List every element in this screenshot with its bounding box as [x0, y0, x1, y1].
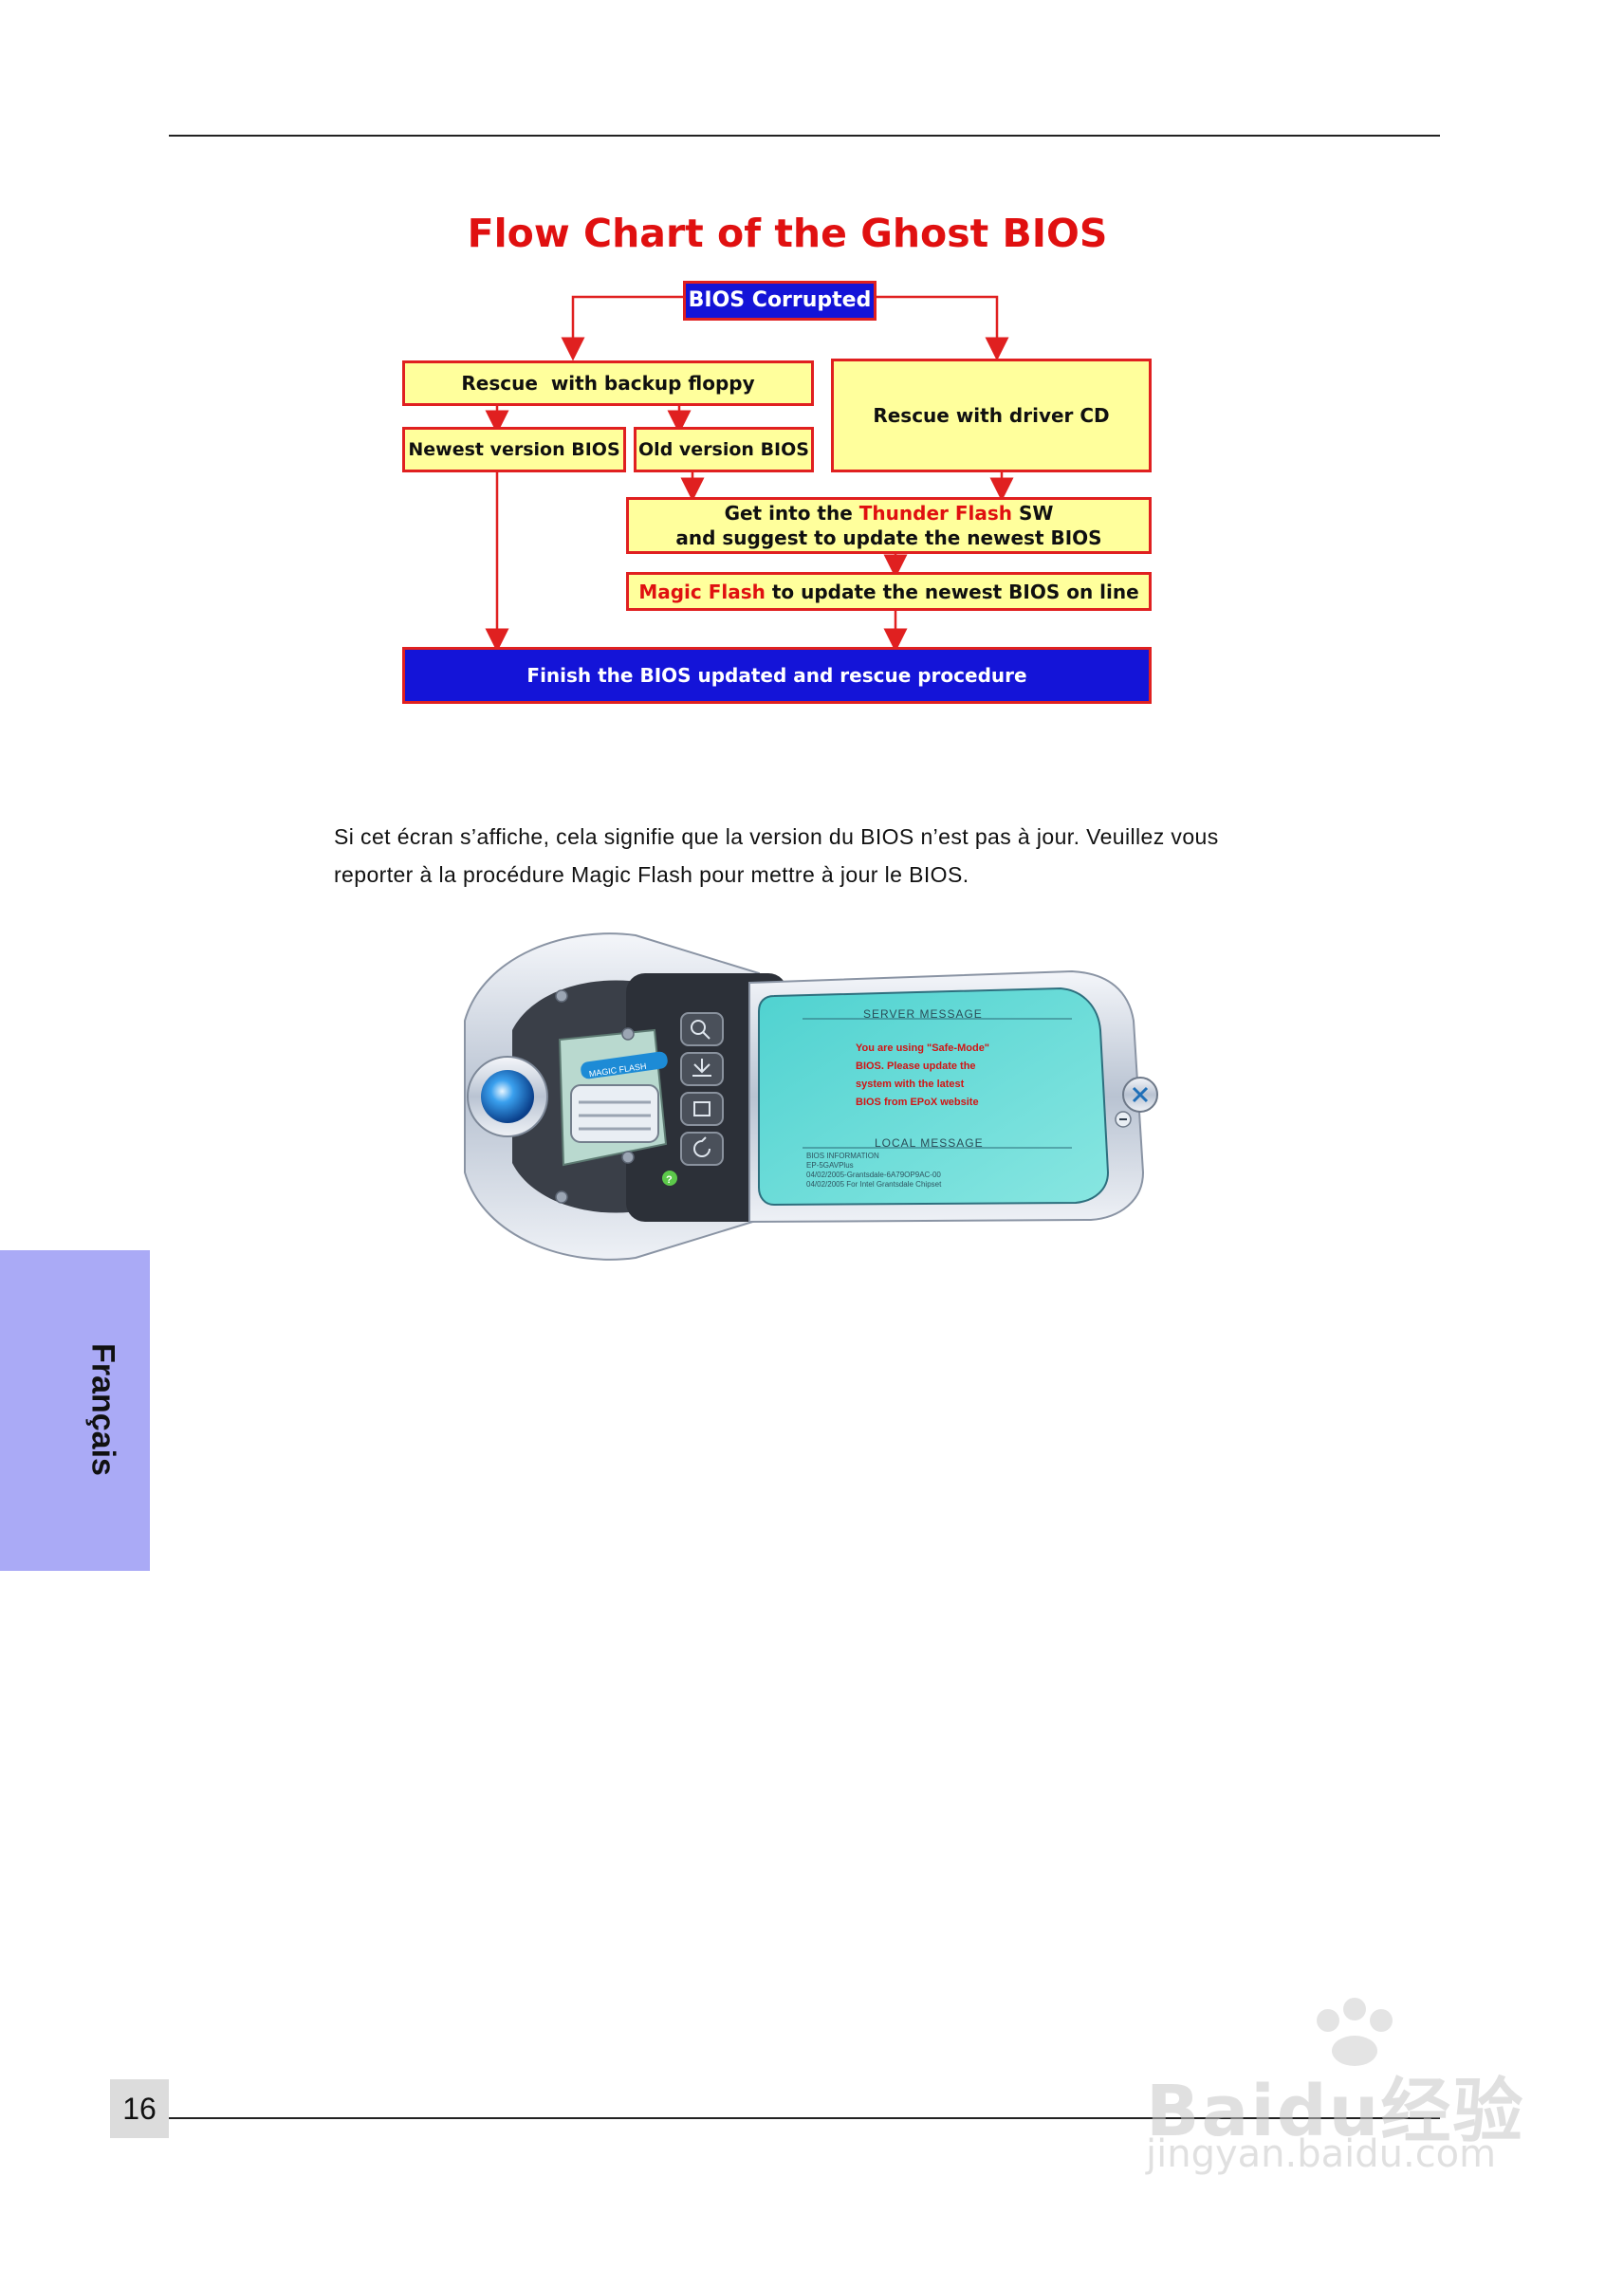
- bios-corrupted-label: BIOS Corrupted: [688, 288, 872, 312]
- chip-icon: [693, 1101, 710, 1116]
- power-orb-icon: [481, 1070, 534, 1123]
- old-bios-label: Old version BIOS: [638, 439, 809, 460]
- thunder-flash-box: Get into the Thunder Flash SW and sugges…: [626, 497, 1152, 554]
- local-message-heading: LOCAL MESSAGE: [875, 1136, 984, 1150]
- local-line-2: EP-5GAVPlus: [806, 1161, 854, 1170]
- flowchart-title: Flow Chart of the Ghost BIOS: [467, 211, 1108, 256]
- top-rule: [169, 135, 1440, 137]
- local-line-1: BIOS INFORMATION: [806, 1152, 879, 1160]
- thunder-pre: Get into the: [724, 502, 853, 525]
- server-message-heading: SERVER MESSAGE: [863, 1007, 983, 1021]
- page-number: 16: [110, 2079, 169, 2138]
- search-icon: [691, 1020, 706, 1035]
- close-icon: [1132, 1086, 1149, 1103]
- help-glyph: ?: [666, 1174, 673, 1186]
- magic-flash-body: MAGIC FLASH ?: [464, 932, 1158, 1261]
- newest-bios-label: Newest version BIOS: [408, 439, 620, 460]
- server-line-3: system with the latest: [856, 1079, 965, 1090]
- paragraph-line-1: Si cet écran s’affiche, cela signifie qu…: [334, 824, 1219, 849]
- arrow-to-floppy: [561, 295, 685, 361]
- server-message-body: You are using "Safe-Mode" BIOS. Please u…: [856, 1040, 989, 1112]
- server-line-2: BIOS. Please update the: [856, 1061, 976, 1072]
- magic-flash-highlight: Magic Flash: [638, 580, 766, 603]
- thunder-flash-highlight: Thunder Flash: [858, 502, 1012, 525]
- watermark-line-2: jingyan.baidu.com: [1146, 2132, 1497, 2176]
- local-line-4: 04/02/2005 For Intel Grantsdale Chipset: [806, 1180, 942, 1189]
- magic-flash-window: MAGIC FLASH ?: [446, 916, 1176, 1277]
- server-line-4: BIOS from EPoX website: [856, 1097, 979, 1108]
- baidu-watermark: Baidu经验 jingyan.baidu.com: [1129, 1992, 1527, 2201]
- magic-flash-box: Magic Flash to update the newest BIOS on…: [626, 572, 1152, 611]
- message-screen: [758, 987, 1110, 1207]
- toolbar-buttons: [680, 1012, 724, 1166]
- paragraph-line-2: reporter à la procédure Magic Flash pour…: [334, 862, 969, 887]
- bottom-rule: [169, 2117, 1440, 2119]
- local-message-body: BIOS INFORMATION EP-5GAVPlus 04/02/2005-…: [806, 1152, 941, 1190]
- thunder-post: SW: [1018, 502, 1054, 525]
- magic-flash-post: to update the newest BIOS on line: [771, 580, 1139, 603]
- old-bios-box: Old version BIOS: [634, 427, 814, 472]
- help-icon: [662, 1171, 677, 1186]
- undo-icon: [693, 1136, 710, 1157]
- rescue-cd-box: Rescue with driver CD: [831, 359, 1152, 472]
- finish-box: Finish the BIOS updated and rescue proce…: [402, 647, 1152, 704]
- newest-bios-box: Newest version BIOS: [402, 427, 626, 472]
- flowchart-connectors: [485, 295, 1014, 653]
- thunder-line2: and suggest to update the newest BIOS: [675, 526, 1102, 549]
- arrow-to-cd: [875, 295, 1009, 361]
- rescue-cd-label: Rescue with driver CD: [873, 404, 1110, 427]
- body-paragraph: Si cet écran s’affiche, cela signifie qu…: [334, 818, 1301, 894]
- bios-corrupted-box: BIOS Corrupted: [683, 281, 877, 321]
- language-side-tab: Français: [0, 1250, 150, 1571]
- watermark-line-1: Baidu经验: [1146, 2071, 1525, 2152]
- rescue-floppy-box: Rescue with backup floppy: [402, 360, 814, 406]
- download-icon: [692, 1059, 711, 1077]
- paw-logo-icon: [1317, 1998, 1393, 2066]
- language-label: Français: [84, 1343, 121, 1476]
- rescue-floppy-label: Rescue with backup floppy: [461, 372, 755, 395]
- local-line-3: 04/02/2005-Grantsdale-6A79OP9AC-00: [806, 1171, 941, 1179]
- finish-label: Finish the BIOS updated and rescue proce…: [526, 664, 1027, 687]
- server-line-1: You are using "Safe-Mode": [856, 1042, 990, 1054]
